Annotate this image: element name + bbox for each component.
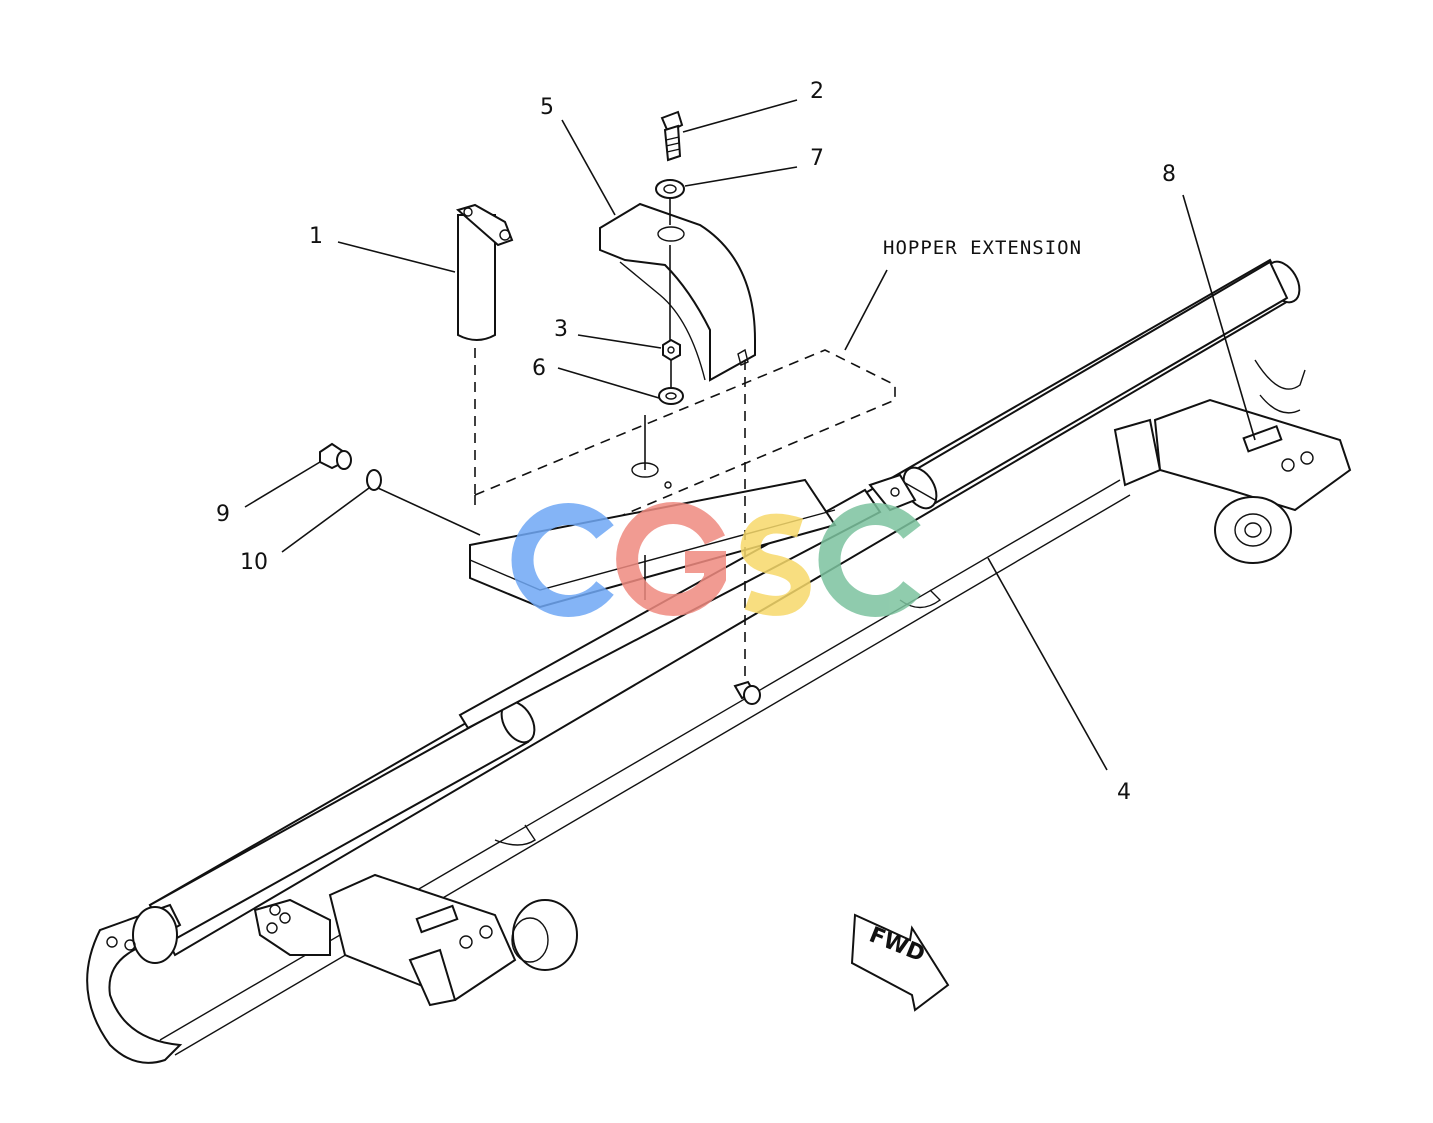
bottom-bolt: [733, 680, 761, 705]
callout-10: 10: [240, 550, 268, 575]
part-3-nut: [662, 338, 681, 362]
leader-lines: [244, 99, 1256, 771]
callout-6: 6: [532, 356, 546, 381]
callouts: 1 2 3 4 5 6 7 8 9 10 HOPPER EXTENSION: [216, 79, 1176, 805]
callout-9: 9: [216, 502, 230, 527]
frame-assembly: [86, 258, 1352, 1064]
hopper-extension-label: HOPPER EXTENSION: [883, 237, 1082, 259]
part-6-washer: [658, 387, 684, 405]
callout-3: 3: [554, 317, 568, 342]
callout-2: 2: [810, 79, 824, 104]
watermark-c1: [511, 503, 614, 617]
part-2-bolt: [660, 110, 684, 162]
callout-8: 8: [1162, 162, 1176, 187]
callout-1: 1: [309, 224, 323, 249]
part-10-o-ring: [366, 469, 382, 491]
callout-5: 5: [540, 95, 554, 120]
callout-4: 4: [1117, 780, 1131, 805]
part-1-pin: [455, 203, 514, 495]
part-5-bracket: [599, 202, 756, 382]
part-9-plug: [319, 442, 352, 470]
watermark-s: [740, 513, 811, 616]
part-7-washer: [655, 179, 685, 199]
watermark-logo: [511, 502, 921, 617]
fwd-arrow: FWD: [850, 913, 950, 1012]
watermark-c2: [818, 503, 921, 617]
watermark-g: [616, 502, 726, 616]
callout-7: 7: [810, 146, 824, 171]
